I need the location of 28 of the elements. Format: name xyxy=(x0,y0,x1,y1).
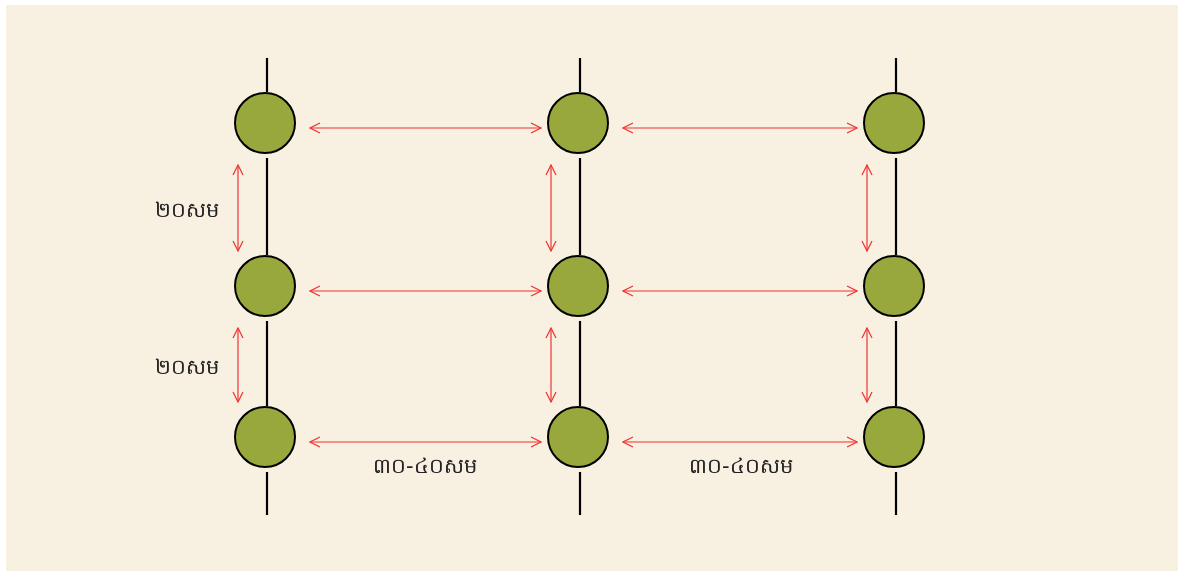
spacing-arrow xyxy=(232,327,244,403)
row-line xyxy=(894,158,898,255)
spacing-arrow xyxy=(309,436,542,448)
spacing-arrow xyxy=(309,285,542,297)
spacing-arrow xyxy=(861,164,873,252)
row-line xyxy=(578,321,582,406)
dimension-label: ៣០-៤០សម xyxy=(373,453,477,480)
row-line xyxy=(894,321,898,406)
spacing-arrow xyxy=(545,327,557,403)
row-line xyxy=(265,321,269,406)
spacing-arrow xyxy=(622,436,858,448)
spacing-arrow xyxy=(545,164,557,252)
row-line xyxy=(265,58,269,92)
spacing-arrow xyxy=(622,285,858,297)
row-line xyxy=(578,58,582,92)
dimension-label: ២០សម xyxy=(155,197,219,224)
row-line xyxy=(894,472,898,515)
spacing-arrow xyxy=(309,122,542,134)
dimension-label: ២០សម xyxy=(155,354,219,381)
row-line xyxy=(894,58,898,92)
row-line xyxy=(578,472,582,515)
spacing-arrow xyxy=(232,164,244,252)
row-line xyxy=(265,472,269,515)
row-line xyxy=(578,158,582,255)
dimension-label: ៣០-៤០សម xyxy=(689,453,793,480)
spacing-arrow xyxy=(861,327,873,403)
row-line xyxy=(265,158,269,255)
spacing-arrow xyxy=(622,122,858,134)
